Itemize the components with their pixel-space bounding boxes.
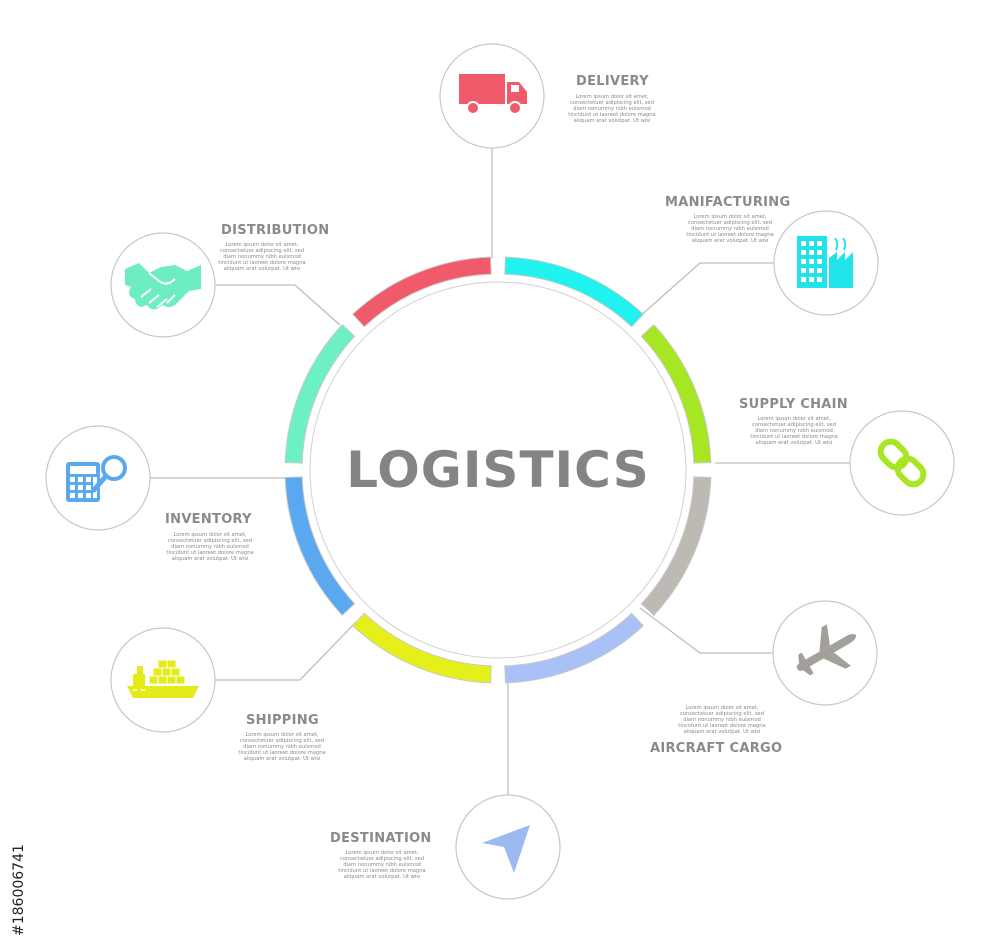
body-line: aliquam erat volutpat. Ut wisi	[172, 556, 249, 562]
body-line: consectetuer adipiscing elit, sed	[168, 538, 252, 544]
body-line: Lorem ipsum dolor sit amet,	[225, 242, 298, 248]
label-shipping: SHIPPING Lorem ipsum dolor sit amet, con…	[238, 713, 325, 762]
ring-segment-aircraft-cargo	[640, 476, 712, 616]
body-line: consectetuer adipiscing elit, sed	[220, 248, 304, 254]
body-manufacturing: Lorem ipsum dolor sit amet, consectetuer…	[686, 214, 773, 244]
body-line: consectetuer adipiscing elit, sed	[570, 100, 654, 106]
ring-segment-destination	[504, 612, 644, 684]
ring-segment-shipping	[352, 612, 492, 684]
body-line: tincidunt ut laoreet dolore magna	[338, 868, 425, 874]
body-line: consectetuer adipiscing elit, sed	[340, 856, 424, 862]
title-manufacturing: MANIFACTURING	[665, 195, 790, 210]
airplane-icon	[796, 624, 857, 676]
body-line: diam nonummy nibh euismod	[573, 106, 651, 112]
body-line: Lorem ipsum dolor sit amet,	[685, 705, 758, 711]
body-supply-chain: Lorem ipsum dolor sit amet, consectetuer…	[750, 416, 837, 446]
title-aircraft-cargo: AIRCRAFT CARGO	[650, 741, 782, 756]
title-distribution: DISTRIBUTION	[221, 223, 329, 238]
body-line: diam nonummy nibh euismod	[223, 254, 301, 260]
connector-distribution	[212, 284, 341, 326]
body-line: aliquam erat volutpat. Ut wisi	[224, 266, 301, 272]
body-line: tincidunt ut laoreet dolore magna	[686, 232, 773, 238]
body-line: consectetuer adipiscing elit, sed	[240, 738, 324, 744]
body-line: consectetuer adipiscing elit, sed	[752, 422, 836, 428]
connector-lines	[150, 148, 850, 795]
body-shipping: Lorem ipsum dolor sit amet, consectetuer…	[238, 732, 325, 762]
cargo-ship-icon	[127, 659, 199, 698]
body-line: Lorem ipsum dolor sit amet,	[575, 94, 648, 100]
stock-id-watermark: #186006741	[11, 844, 27, 936]
body-line: Lorem ipsum dolor sit amet,	[345, 850, 418, 856]
ring-segment-distribution	[284, 324, 356, 464]
body-line: Lorem ipsum dolor sit amet,	[173, 532, 246, 538]
body-line: Lorem ipsum dolor sit amet,	[693, 214, 766, 220]
label-delivery: DELIVERY Lorem ipsum dolor sit amet, con…	[568, 74, 655, 124]
body-line: diam nonummy nibh euismod	[171, 544, 249, 550]
body-destination: Lorem ipsum dolor sit amet, consectetuer…	[338, 850, 425, 880]
calculator-search-icon	[66, 455, 127, 502]
body-line: tincidunt ut laoreet dolore magna	[750, 434, 837, 440]
body-aircraft-cargo: Lorem ipsum dolor sit amet, consectetuer…	[678, 705, 765, 735]
label-distribution: DISTRIBUTION Lorem ipsum dolor sit amet,…	[218, 223, 329, 272]
body-line: aliquam erat volutpat. Ut wisi	[756, 440, 833, 446]
ring-segment-inventory	[284, 476, 356, 616]
truck-icon	[459, 74, 527, 115]
chain-link-icon	[877, 438, 927, 488]
body-line: Lorem ipsum dolor sit amet,	[757, 416, 830, 422]
ring-segment-delivery	[352, 256, 492, 328]
connector-manufacturing	[637, 262, 775, 319]
body-line: aliquam erat volutpat. Ut wisi	[244, 756, 321, 762]
ring-segment-supply-chain	[640, 324, 712, 464]
body-line: aliquam erat volutpat. Ut wisi	[574, 118, 651, 124]
navigation-arrow-icon	[482, 825, 530, 873]
body-line: diam nonummy nibh euismod	[755, 428, 833, 434]
body-line: aliquam erat volutpat. Ut wisi	[684, 729, 761, 735]
title-delivery: DELIVERY	[576, 74, 649, 89]
label-manufacturing: MANIFACTURING Lorem ipsum dolor sit amet…	[665, 195, 790, 244]
body-line: diam nonummy nibh euismod	[683, 717, 761, 723]
body-line: tincidunt ut laoreet dolore magna	[568, 112, 655, 118]
ring-inner-outline	[309, 281, 687, 659]
factory-icon	[797, 236, 853, 288]
label-destination: DESTINATION Lorem ipsum dolor sit amet, …	[330, 831, 432, 880]
label-inventory: INVENTORY Lorem ipsum dolor sit amet, co…	[165, 512, 254, 562]
body-line: tincidunt ut laoreet dolore magna	[166, 550, 253, 556]
body-line: diam nonummy nibh euismod	[343, 862, 421, 868]
title-destination: DESTINATION	[330, 831, 432, 846]
body-line: tincidunt ut laoreet dolore magna	[238, 750, 325, 756]
body-inventory: Lorem ipsum dolor sit amet, consectetuer…	[166, 532, 253, 562]
connector-aircraft-cargo	[639, 607, 773, 654]
body-line: aliquam erat volutpat. Ut wisi	[692, 238, 769, 244]
title-shipping: SHIPPING	[246, 713, 319, 728]
body-delivery: Lorem ipsum dolor sit amet, consectetuer…	[568, 94, 655, 124]
connector-shipping	[215, 621, 357, 681]
label-aircraft-cargo: Lorem ipsum dolor sit amet, consectetuer…	[650, 705, 782, 756]
body-line: diam nonummy nibh euismod	[243, 744, 321, 750]
body-line: tincidunt ut laoreet dolore magna	[218, 260, 305, 266]
body-distribution: Lorem ipsum dolor sit amet, consectetuer…	[218, 242, 305, 272]
ring	[284, 256, 712, 684]
title-inventory: INVENTORY	[165, 512, 252, 527]
handshake-icon	[125, 263, 201, 310]
label-supply-chain: SUPPLY CHAIN Lorem ipsum dolor sit amet,…	[739, 397, 848, 446]
body-line: Lorem ipsum dolor sit amet,	[245, 732, 318, 738]
body-line: aliquam erat volutpat. Ut wisi	[344, 874, 421, 880]
body-line: consectetuer adipiscing elit, sed	[680, 711, 764, 717]
center-title: LOGISTICS	[346, 441, 650, 499]
watermark-text: #186006741	[11, 844, 27, 936]
ring-segment-manufacturing	[504, 256, 644, 328]
title-supply-chain: SUPPLY CHAIN	[739, 397, 848, 412]
body-line: diam nonummy nibh euismod	[691, 226, 769, 232]
body-line: tincidunt ut laoreet dolore magna	[678, 723, 765, 729]
body-line: consectetuer adipiscing elit, sed	[688, 220, 772, 226]
